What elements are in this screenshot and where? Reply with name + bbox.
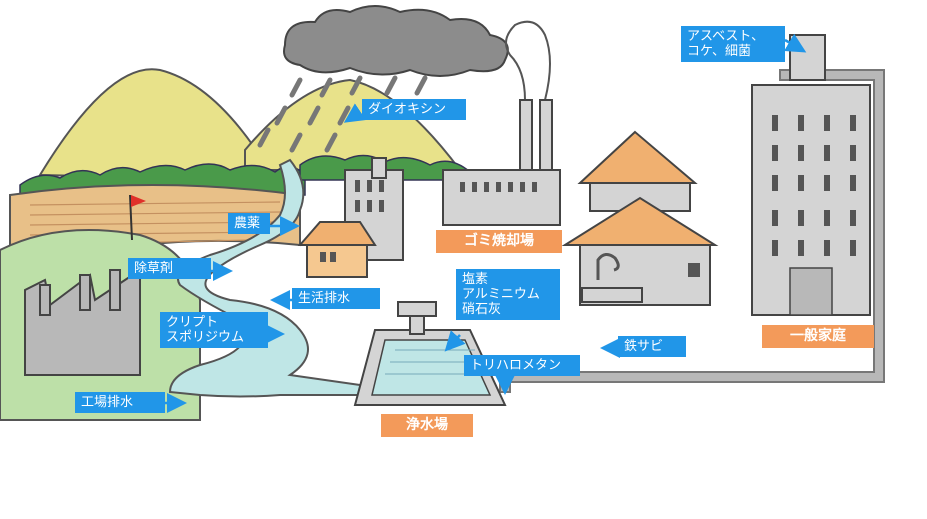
apartment-building [751,34,871,316]
factory-waste-label: 工場排水 [75,392,165,413]
incinerator-label: ゴミ焼却場 [436,230,562,253]
household-label: 一般家庭 [762,325,874,348]
smoke [505,20,551,101]
asbestos-label: アスベスト、 コケ、細菌 [681,26,785,62]
factory-large [24,268,141,376]
rust-label: 鉄サビ [618,336,686,357]
residential-house [561,130,719,306]
river [168,158,361,398]
domestic-waste-label: 生活排水 [292,288,380,309]
chlorine-aluminium-label: 塩素 アルミニウム 硝石灰 [456,269,560,320]
purification-plant [353,301,507,406]
cloud-icon [283,5,509,77]
acid-rain-icon [257,75,428,153]
incinerator-building [442,99,561,226]
mountain-left [38,68,277,182]
house-small [297,221,377,278]
dioxin-label: ダイオキシン [362,99,466,120]
pesticide-label: 農薬 [228,213,270,234]
flag-icon [129,194,146,241]
purification-plant-label: 浄水場 [381,414,473,437]
arrow-icon [165,33,807,413]
cryptosporidium-label: クリプト スポリジウム [160,312,268,348]
trihalomethane-label: トリハロメタン [464,355,580,376]
herbicide-label: 除草剤 [128,258,211,279]
